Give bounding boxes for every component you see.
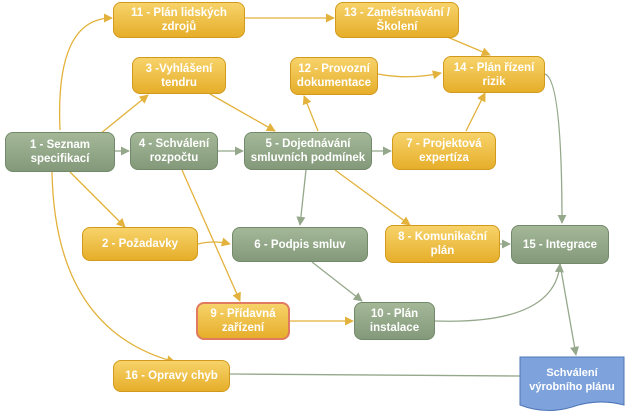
- node-2-pozadavky[interactable]: 2 - Požadavky: [82, 227, 198, 261]
- node-12-provozni-dokumentace[interactable]: 12 - Provozní dokumentace: [290, 57, 378, 95]
- connector-1-to-3: [99, 94, 149, 135]
- connector-3-to-5: [209, 93, 276, 132]
- node-8-komunikacni-plan[interactable]: 8 - Komunikační plán: [385, 225, 500, 263]
- node-14-plan-rizeni-rizik[interactable]: 14 - Plán řízení rizik: [443, 56, 545, 93]
- node-6-podpis-smluv[interactable]: 6 - Podpis smluv: [232, 227, 368, 262]
- connector-4-to-9: [181, 169, 241, 302]
- connector-2-to-6: [197, 237, 231, 247]
- node-1-seznam-specifikaci[interactable]: 1 - Seznam specifikací: [5, 132, 115, 172]
- final-document-shape: [519, 356, 625, 411]
- connector-14-to-15: [544, 73, 567, 224]
- node-5-dojednavani-smluv[interactable]: 5 - Dojednávání smluvních podmínek: [244, 132, 372, 170]
- connector-12-to-14: [377, 70, 442, 80]
- connector-1-to-16: [51, 171, 176, 365]
- connector-10-to-15: [434, 263, 564, 322]
- connector-5-to-6: [296, 169, 307, 226]
- node-11-plan-lidskych-zdroju[interactable]: 11 - Plán lidských zdrojů: [113, 2, 245, 38]
- node-9-pridavna-zarizeni[interactable]: 9 - Přídavná zařízení: [196, 302, 290, 340]
- node-final-schvaleni-vyrobniho-planu[interactable]: Schválení výrobního plánu: [529, 367, 615, 393]
- connector-13-to-14: [444, 35, 491, 57]
- connector-6-to-10: [311, 261, 363, 302]
- connector-1-to-11: [58, 13, 113, 131]
- connector-7-to-14: [465, 92, 486, 132]
- connector-15-to-final: [559, 263, 580, 356]
- node-15-integrace[interactable]: 15 - Integrace: [511, 225, 609, 264]
- node-16-opravy-chyb[interactable]: 16 - Opravy chyb: [113, 360, 230, 392]
- node-4-schvaleni-rozpoctu[interactable]: 4 - Schválení rozpočtu: [130, 132, 218, 170]
- connector-5-to-8: [334, 169, 411, 226]
- connector-5-to-12: [302, 95, 319, 132]
- node-7-projektova-expertiza[interactable]: 7 - Projektová expertíza: [392, 132, 496, 170]
- node-13-zamestnavani-skoleni[interactable]: 13 - Zaměstnávání / Školení: [335, 2, 459, 38]
- connector-16-to-final: [229, 373, 521, 377]
- node-10-plan-instalace[interactable]: 10 - Plán instalace: [354, 302, 435, 340]
- node-3-vyhlaseni-tendru[interactable]: 3 -Vyhlášení tendru: [132, 57, 226, 94]
- connector-1-to-2: [69, 171, 126, 228]
